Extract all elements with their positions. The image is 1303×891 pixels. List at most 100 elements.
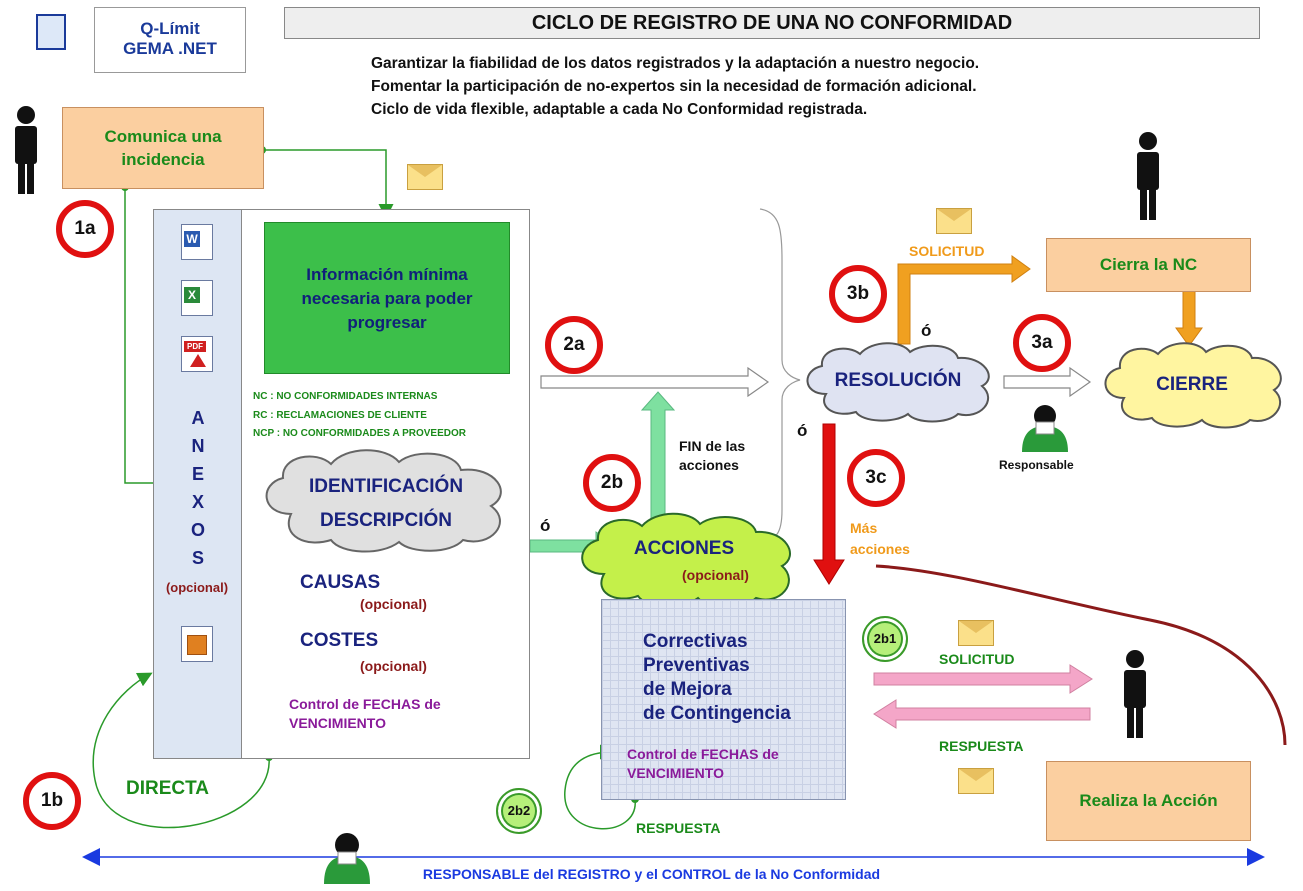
cierre-cloud <box>1104 342 1282 429</box>
badge-2b1: 2b1 <box>862 616 908 662</box>
logo-line1: Q-Límit <box>140 19 200 38</box>
arrow-2b-up <box>640 391 676 521</box>
excel-doc-icon: X <box>181 280 213 316</box>
goals-list: Garantizar la fiabilidad de los datos re… <box>371 52 979 121</box>
identificacion-cloud <box>265 449 502 553</box>
or-label: ó <box>797 421 808 440</box>
causas-opcional: (opcional) <box>360 596 427 612</box>
fin-acciones-line2: acciones <box>679 457 739 473</box>
person-icon <box>10 104 42 201</box>
resolucion-label: RESOLUCIÓN <box>834 370 962 391</box>
footer-caption: RESPONSABLE del REGISTRO y el CONTROL de… <box>422 866 881 882</box>
badge-3b: 3b <box>829 265 887 323</box>
envelope-icon <box>407 164 443 190</box>
user-avatar-icon <box>1018 402 1072 459</box>
goal-item: Garantizar la fiabilidad de los datos re… <box>371 55 980 72</box>
costes-opcional: (opcional) <box>360 658 427 674</box>
identificacion-text: IDENTIFICACIÓN DESCRIPCIÓN <box>251 470 521 538</box>
person-icon <box>1132 130 1164 227</box>
comunica-incidencia-box: Comunica una incidencia <box>62 107 264 189</box>
badge-1a: 1a <box>56 200 114 258</box>
responsable-label: Responsable <box>999 458 1074 472</box>
envelope-icon <box>958 620 994 646</box>
pdf-doc-icon: PDF <box>181 336 213 372</box>
bracket-line <box>759 208 801 541</box>
correctivas-text: Correctivas Preventivas de Mejora de Con… <box>643 630 791 726</box>
respuesta-loop-label: RESPUESTA <box>636 820 721 836</box>
nc-types-legend: NC : NO CONFORMIDADES INTERNAS RC : RECL… <box>253 388 466 444</box>
comunica-line2: incidencia <box>121 150 205 169</box>
goal-item: Fomentar la participación de no-expertos… <box>371 78 977 95</box>
or-label: ó <box>921 321 932 340</box>
solicitud-accion-label: SOLICITUD <box>939 651 1015 667</box>
anexos-letter: S <box>191 548 204 568</box>
legend-item: NCP : NO CONFORMIDADES A PROVEEDOR <box>253 428 466 439</box>
page-title: CICLO DE REGISTRO DE UNA NO CONFORMIDAD <box>284 7 1260 39</box>
realiza-accion-box: Realiza la Acción <box>1046 761 1251 841</box>
causas-label: CAUSAS <box>300 572 381 593</box>
resolucion-cloud <box>806 342 990 423</box>
acciones-opcional: (opcional) <box>682 567 749 583</box>
logo-line2: GEMA .NET <box>123 39 217 58</box>
cierre-label: CIERRE <box>1156 374 1228 395</box>
info-minima-line1: Información mínima <box>306 265 468 284</box>
badge-3a: 3a <box>1013 314 1071 372</box>
fin-acciones-label: FIN de las acciones <box>679 437 745 475</box>
anexos-letter: A <box>191 408 205 428</box>
info-minima-line2: necesaria para poder <box>301 289 473 308</box>
arrow-2a <box>540 366 770 398</box>
comunica-line1: Comunica una <box>104 127 222 146</box>
info-minima-box: Información mínima necesaria para poder … <box>264 222 510 374</box>
anexos-letter: E <box>191 464 204 484</box>
arrow-3b-solicitud <box>897 255 1031 345</box>
or-label: ó <box>540 516 551 535</box>
correctivas-box <box>601 599 846 800</box>
connector-respuesta-loop <box>564 744 636 830</box>
control-fechas-line2: VENCIMIENTO <box>627 765 724 781</box>
anexos-letter: X <box>191 492 204 512</box>
connector-comunica-info <box>262 149 394 219</box>
control-fechas-acciones: Control de FECHAS de VENCIMIENTO <box>627 745 779 783</box>
correctivas-line3: de Mejora <box>643 679 732 700</box>
mas-acciones-line1: Más <box>850 520 878 536</box>
image-doc-icon <box>181 626 213 662</box>
connector-directa-loop <box>92 672 270 829</box>
mas-acciones-line2: acciones <box>850 541 910 557</box>
correctivas-line4: de Contingencia <box>643 703 791 724</box>
arrow-respuesta-pink <box>873 699 1091 729</box>
info-minima-line3: progresar <box>347 313 427 332</box>
arrow-cierra-to-cierre <box>1175 290 1203 347</box>
person-icon <box>1119 648 1151 745</box>
correctivas-line1: Correctivas <box>643 631 748 652</box>
envelope-icon <box>936 208 972 234</box>
anexos-letter: N <box>191 436 205 456</box>
control-fechas-registro: Control de FECHAS de VENCIMIENTO <box>289 695 441 733</box>
user-avatar-icon <box>320 830 374 891</box>
badge-2b: 2b <box>583 454 641 512</box>
identificacion-line2: DESCRIPCIÓN <box>320 510 452 531</box>
arrow-solicitud-pink <box>873 664 1093 694</box>
legend-item: RC : RECLAMACIONES DE CLIENTE <box>253 409 427 421</box>
anexos-opcional: (opcional) <box>165 580 229 595</box>
cierra-nc-box: Cierra la NC <box>1046 238 1251 292</box>
badge-2b2: 2b2 <box>496 788 542 834</box>
badge-1b: 1b <box>23 772 81 830</box>
envelope-icon <box>958 768 994 794</box>
badge-3c: 3c <box>847 449 905 507</box>
directa-label: DIRECTA <box>126 778 210 799</box>
correctivas-line2: Preventivas <box>643 655 750 676</box>
mas-acciones-label: Más acciones <box>850 518 910 560</box>
anexos-letter: O <box>190 520 205 540</box>
word-doc-icon: W <box>181 224 213 260</box>
product-logo-box: Q-Límit GEMA .NET <box>94 7 246 73</box>
costes-label: COSTES <box>300 630 379 651</box>
anexos-label: A N E X O S <box>188 404 208 572</box>
control-fechas-line2: VENCIMIENTO <box>289 715 386 731</box>
goal-item: Ciclo de vida flexible, adaptable a cada… <box>371 101 868 118</box>
control-fechas-line1: Control de FECHAS de <box>627 746 779 762</box>
acciones-label: ACCIONES <box>633 538 735 559</box>
connector-comunica-anexos <box>124 187 169 491</box>
control-fechas-line1: Control de FECHAS de <box>289 696 441 712</box>
solicitud-label: SOLICITUD <box>909 243 985 259</box>
